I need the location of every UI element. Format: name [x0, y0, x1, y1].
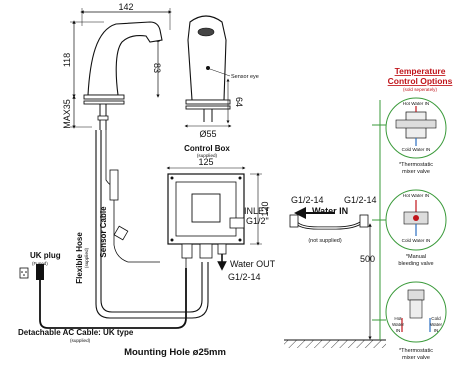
opt2-cold: Cold Water IN	[402, 238, 431, 243]
water-in-thread-left: G1/2-14	[291, 195, 324, 205]
opt2-label-2: bleeding valve	[398, 261, 433, 267]
inlet-label: INLET	[244, 206, 270, 216]
uk-plug-icon	[19, 267, 29, 279]
plug-body	[36, 264, 44, 280]
opt1-cold: Cold Water IN	[402, 147, 431, 152]
opt3-cold-2: Water	[430, 322, 443, 327]
opt1-hot: Hot Water IN	[403, 101, 429, 106]
control-box-width-dim: 125	[198, 157, 213, 167]
uk-plug-label: UK plug	[30, 251, 61, 260]
mounting-hole-label: Mounting Hole ø25mm	[124, 347, 226, 358]
opt3-hot-2: Water	[392, 322, 405, 327]
spout-height-dim: 83	[152, 63, 162, 73]
flexible-hose-label: Flexible Hose	[75, 232, 84, 284]
install-height-dim: 500	[360, 254, 375, 264]
opt1-label-1: *Thermostatic	[399, 162, 433, 168]
ac-cable-note: (supplied)	[70, 338, 91, 343]
front-diameter-dim: Ø55	[199, 129, 216, 139]
water-out-label: Water OUT	[230, 259, 276, 269]
flexible-hose-note: (supplied)	[84, 247, 89, 268]
options-title-1: Temperature	[395, 66, 446, 76]
floor-hatch	[284, 340, 386, 348]
faucet-max-dim: MAX35	[62, 99, 72, 129]
faucet-body	[87, 21, 163, 96]
front-base-dim: 64	[234, 97, 244, 107]
faucet-height-dim: 118	[62, 53, 72, 67]
water-in-note: (not supplied)	[308, 238, 341, 244]
water-out-thread: G1/2-14	[228, 272, 261, 282]
control-box-subtitle: (supplied)	[197, 153, 218, 158]
sensor-eye-dot	[206, 66, 210, 70]
opt3-label-1: *Thermostatic	[399, 348, 433, 354]
faucet-width-dim: 142	[118, 2, 133, 12]
control-box: 125 120 INLET G1/2" Water OUT G1/2-14	[166, 157, 276, 282]
faucet-front-view: Sensor eye 64 Ø55 Control Box (supplied)	[184, 15, 259, 158]
control-box-title: Control Box	[184, 144, 230, 153]
temperature-options: Temperature Control Options (sold sepera…	[372, 66, 453, 361]
water-in-thread-right: G1/2-14	[344, 195, 377, 205]
opt2-label-1: *Manual	[406, 254, 426, 260]
opt2-hot: Hot Water IN	[403, 193, 429, 198]
option-thermostatic-1: Hot Water IN Cold Water IN *Thermostatic…	[385, 97, 447, 175]
options-title-2: Control Options	[388, 76, 453, 86]
faucet-side-view: 142 118 MAX35 83	[62, 2, 209, 319]
sensor-eye-label: Sensor eye	[231, 74, 259, 80]
opt3-hot-3: IN	[396, 328, 401, 333]
option-manual-bleeding: Hot Water IN Cold Water IN *Manual bleed…	[385, 189, 447, 267]
ac-cable-label: Detachable AC Cable: UK type	[18, 328, 134, 337]
opt3-cold-1: Cold	[431, 316, 441, 321]
cables: Sensor Cable Flexible Hose (supplied) UK…	[18, 206, 187, 343]
opt1-label-2: mixer valve	[402, 169, 430, 175]
uk-plug-note: (Fused)	[32, 261, 48, 266]
option-thermostatic-2: Hot Water IN Cold Water IN *Thermostatic…	[385, 281, 447, 361]
sensor-cable-label: Sensor Cable	[99, 206, 108, 258]
inlet-thread: G1/2"	[246, 216, 269, 226]
opt3-label-2: mixer valve	[402, 355, 430, 361]
opt3-cold-3: IN	[434, 328, 439, 333]
water-in-label: Water IN	[312, 206, 348, 216]
opt3-hot-1: Hot	[394, 316, 402, 321]
control-box-height-dim: 120	[260, 201, 270, 216]
install-height: 500	[284, 223, 386, 348]
options-note: (sold seperately)	[403, 87, 437, 92]
water-in-connection: G1/2-14 G1/2-14 Water IN (not supplied)	[289, 195, 377, 244]
